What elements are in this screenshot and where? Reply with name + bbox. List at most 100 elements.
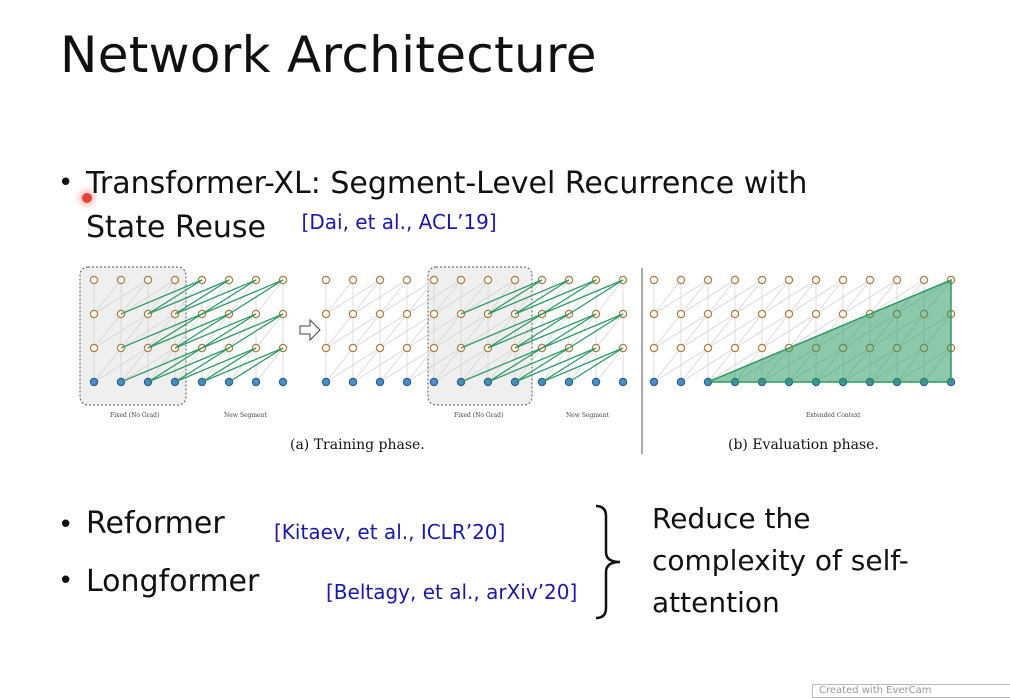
- attention-edge: [201, 279, 284, 315]
- attention-edge: [514, 347, 597, 383]
- train-b-input-node: [429, 377, 439, 387]
- eval-connection: [788, 313, 844, 349]
- train-a-connection: [120, 279, 176, 315]
- attention-edge: [487, 279, 543, 315]
- train-b-hidden-node: [456, 275, 466, 285]
- bullet-dot: •: [58, 510, 74, 540]
- attention-edge: [487, 347, 543, 383]
- train-a-hidden-node: [89, 343, 99, 353]
- fixed-segment-box: [79, 266, 187, 406]
- train-a-connection: [255, 347, 284, 383]
- eval-hidden-node: [676, 309, 686, 319]
- train-b-hidden-node: [402, 343, 412, 353]
- train-a-input-node: [278, 377, 288, 387]
- train-b-connection: [379, 279, 408, 315]
- train-a-connection: [93, 313, 149, 349]
- citation-beltagy: [Beltagy, et al., arXiv’20]: [326, 580, 578, 604]
- train-b-hidden-node: [483, 275, 493, 285]
- eval-hidden-node: [676, 343, 686, 353]
- bullet-dot: •: [58, 168, 74, 198]
- attention-edge: [147, 279, 203, 315]
- attention-edge: [228, 313, 284, 349]
- train-b-connection: [433, 313, 489, 349]
- train-b-connection: [433, 279, 462, 315]
- caption-training-phase: (a) Training phase.: [290, 437, 425, 453]
- eval-connection: [653, 313, 682, 349]
- attention-edge: [568, 347, 624, 383]
- eval-hidden-node: [703, 343, 713, 353]
- train-b-hidden-node: [375, 275, 385, 285]
- next-step-arrow-icon: [299, 318, 321, 342]
- train-a-hidden-node: [116, 275, 126, 285]
- train-b-connection: [379, 279, 435, 315]
- eval-connection: [869, 279, 898, 315]
- eval-connection: [761, 279, 790, 315]
- train-b-connection: [406, 313, 435, 349]
- bullet-longformer: Longformer: [86, 564, 259, 599]
- train-b-connection: [433, 313, 462, 349]
- attention-edge: [541, 279, 624, 315]
- train-b-hidden-node: [429, 309, 439, 319]
- train-b-connection: [352, 347, 381, 383]
- eval-connection: [815, 279, 844, 315]
- attention-edge: [201, 313, 257, 349]
- eval-hidden-node: [811, 275, 821, 285]
- attention-edge: [514, 313, 570, 349]
- train-b-connection: [352, 313, 408, 349]
- attention-edge: [174, 313, 230, 349]
- train-b-hidden-node: [321, 275, 331, 285]
- train-a-connection: [93, 313, 122, 349]
- eval-connection: [761, 313, 817, 349]
- train-b-connection: [352, 313, 381, 349]
- train-b-connection: [379, 347, 408, 383]
- attention-edge: [487, 347, 570, 383]
- eval-connection: [680, 279, 736, 315]
- eval-connection: [788, 313, 817, 349]
- caption-evaluation-phase: (b) Evaluation phase.: [728, 437, 879, 453]
- train-b-connection: [433, 347, 489, 383]
- eval-connection: [707, 313, 763, 349]
- eval-connection: [869, 279, 925, 315]
- attention-edge: [460, 279, 543, 315]
- train-b-connection: [460, 279, 489, 315]
- train-b-connection: [406, 279, 435, 315]
- attention-edge: [487, 313, 570, 349]
- train-b-hidden-node: [321, 343, 331, 353]
- attention-edge: [174, 279, 257, 315]
- eval-connection: [653, 347, 709, 383]
- train-b-connection: [433, 347, 462, 383]
- eval-connection: [680, 347, 736, 383]
- train-b-hidden-node: [348, 275, 358, 285]
- eval-connection: [653, 313, 709, 349]
- attention-edge: [460, 313, 543, 349]
- train-b-hidden-node: [348, 343, 358, 353]
- attention-edge: [487, 279, 570, 315]
- train-b-connection: [352, 279, 381, 315]
- train-a-input-node: [89, 377, 99, 387]
- attention-edge: [541, 313, 624, 349]
- train-b-connection: [352, 279, 408, 315]
- train-b-connection: [325, 279, 381, 315]
- eval-connection: [761, 313, 790, 349]
- attention-edge: [201, 313, 284, 349]
- train-a-connection: [93, 279, 122, 315]
- eval-hidden-node: [784, 275, 794, 285]
- eval-connection: [653, 279, 682, 315]
- train-b-connection: [379, 313, 435, 349]
- eval-input-node: [649, 377, 659, 387]
- train-a-hidden-node: [143, 275, 153, 285]
- bullet-transformer-xl-text: State Reuse: [86, 210, 266, 245]
- train-b-input-node: [591, 377, 601, 387]
- train-b-hidden-node: [429, 275, 439, 285]
- eval-connection: [788, 279, 844, 315]
- eval-hidden-node: [649, 309, 659, 319]
- eval-hidden-node: [649, 275, 659, 285]
- attention-edge: [514, 279, 570, 315]
- attention-edge: [174, 313, 257, 349]
- attention-edge: [147, 313, 230, 349]
- bullet-reformer: Reformer: [86, 506, 225, 541]
- eval-connection: [842, 279, 898, 315]
- train-b-connection: [325, 347, 354, 383]
- train-b-input-node: [348, 377, 358, 387]
- eval-input-node: [676, 377, 686, 387]
